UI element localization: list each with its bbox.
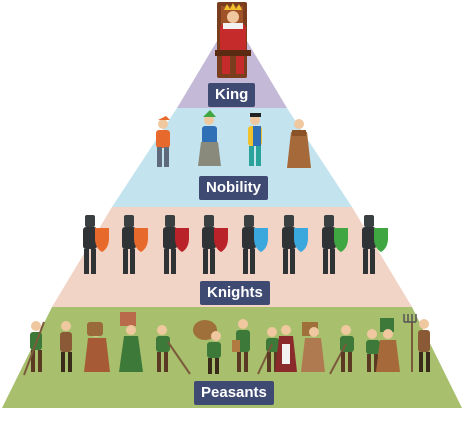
- peasant-figure: [232, 319, 250, 372]
- knight-figure: [202, 215, 228, 274]
- peasant-figure: [60, 321, 72, 372]
- knight-figure: [322, 215, 348, 274]
- peasant-figure: [275, 325, 297, 372]
- noble-figure: [198, 110, 221, 166]
- peasant-figure: [376, 318, 400, 372]
- peasants-label: Peasants: [194, 381, 274, 405]
- noble-figure: [248, 113, 262, 166]
- peasant-figure: [301, 322, 325, 372]
- knight-figure: [282, 215, 308, 274]
- peasant-figure: [119, 312, 143, 372]
- king-label: King: [208, 83, 256, 107]
- noble-figure: [287, 119, 311, 168]
- knight-figure: [242, 215, 268, 274]
- knight-figure: [362, 215, 388, 274]
- knights-label: Knights: [200, 281, 270, 305]
- noble-figure: [156, 116, 170, 167]
- peasant-figure: [366, 329, 380, 372]
- peasant-figure: [84, 322, 110, 372]
- king-figure: [215, 2, 251, 78]
- peasant-figure: [156, 325, 191, 375]
- peasant-figure: [193, 320, 221, 374]
- peasant-figure: [329, 325, 354, 375]
- nobility-label: Nobility: [199, 176, 268, 200]
- peasant-figure: [257, 327, 279, 375]
- knight-figure: [83, 215, 109, 274]
- knight-figure: [163, 215, 189, 274]
- peasant-figure: [403, 314, 430, 372]
- peasant-figure: [23, 321, 45, 376]
- knight-figure: [122, 215, 148, 274]
